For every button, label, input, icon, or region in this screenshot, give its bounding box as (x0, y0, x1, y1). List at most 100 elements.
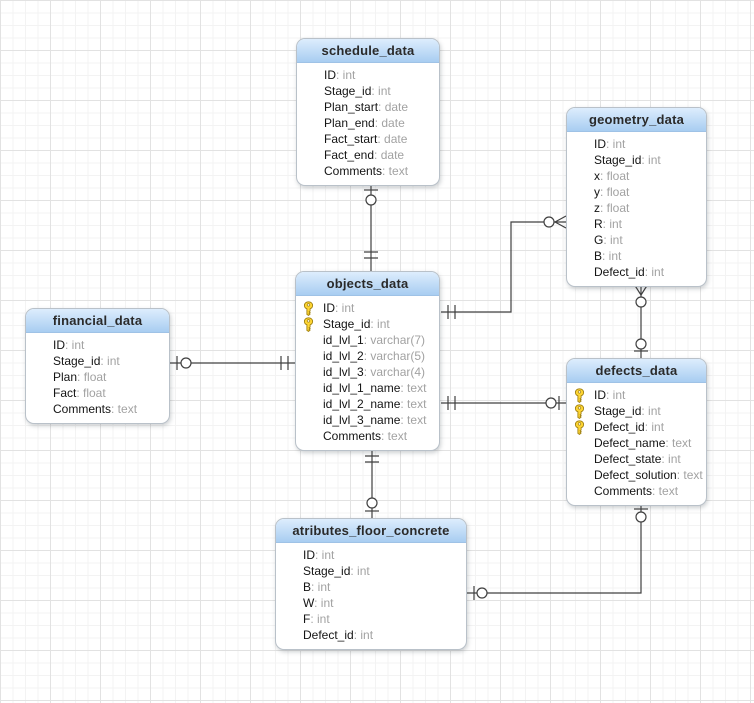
field-type: : varchar(4) (363, 365, 426, 379)
field-row-Plan_start: Plan_start: date (297, 99, 433, 115)
field-type: : int (644, 265, 665, 279)
field-type: : int (335, 301, 355, 315)
field-type: : date (374, 148, 405, 162)
field-name: Stage_id (303, 564, 351, 578)
field-row-Stage_id: Stage_id: int (26, 353, 163, 369)
field-name: x (594, 169, 600, 183)
field-row-Stage_id: Stage_id: int (276, 563, 460, 579)
field-row-Defect_id: Defect_id: int (276, 627, 460, 643)
field-name: Comments (323, 429, 382, 443)
field-type: : varchar(5) (363, 349, 426, 363)
field-type: : int (602, 217, 623, 231)
field-type: : text (400, 397, 427, 411)
field-row-R: R: int (567, 216, 700, 232)
relationship-objects_data-defects_data[interactable] (441, 396, 566, 410)
field-type: : int (641, 404, 661, 418)
field-name: Stage_id (53, 354, 101, 368)
field-row-id_lvl_2: id_lvl_2: varchar(5) (296, 348, 433, 364)
field-name: Comments (324, 164, 383, 178)
field-type: : int (310, 612, 330, 626)
field-row-ID: ID: int (26, 337, 163, 353)
field-type: : int (644, 420, 665, 434)
field-row-ID: ID: int (296, 300, 433, 316)
field-type: : text (676, 468, 703, 482)
field-row-z: z: float (567, 200, 700, 216)
field-name: ID (323, 301, 335, 315)
field-name: Defect_solution (594, 468, 677, 482)
field-name: id_lvl_3 (323, 365, 364, 379)
field-name: y (594, 185, 600, 199)
field-type: : int (602, 249, 622, 263)
field-row-Comments: Comments: text (296, 428, 433, 444)
field-row-Plan: Plan: float (26, 369, 163, 385)
relationship-objects_data-geometry_data[interactable] (441, 215, 567, 319)
field-row-W: W: int (276, 595, 460, 611)
field-row-x: x: float (567, 168, 700, 184)
field-row-id_lvl_3: id_lvl_3: varchar(4) (296, 364, 433, 380)
field-row-Comments: Comments: text (26, 401, 163, 417)
relationship-schedule_data-objects_data[interactable] (364, 183, 378, 271)
field-name: ID (53, 338, 65, 352)
primary-key-icon (303, 317, 314, 332)
field-row-ID: ID: int (567, 387, 700, 403)
field-type: : int (606, 388, 626, 402)
field-row-Stage_id: Stage_id: int (297, 83, 433, 99)
relationship-objects_data-atributes_floor_concrete[interactable] (365, 448, 379, 518)
relationship-defects_data-atributes_floor_concrete[interactable] (467, 503, 648, 600)
primary-key-icon (574, 404, 585, 419)
field-type: : text (382, 164, 409, 178)
field-type: : float (600, 185, 630, 199)
field-name: Defect_id (594, 265, 645, 279)
field-row-Plan_end: Plan_end: date (297, 115, 433, 131)
field-name: Defect_id (594, 420, 645, 434)
field-name: Plan_end (324, 116, 375, 130)
field-type: : int (336, 68, 356, 82)
field-name: F (303, 612, 311, 626)
field-row-id_lvl_1: id_lvl_1: varchar(7) (296, 332, 433, 348)
field-row-Stage_id: Stage_id: int (296, 316, 433, 332)
field-row-Defect_name: Defect_name: text (567, 435, 700, 451)
field-name: id_lvl_3_name (323, 413, 401, 427)
field-name: B (303, 580, 312, 594)
field-type: : float (76, 386, 106, 400)
relationship-geometry_data-defects_data[interactable] (633, 283, 649, 358)
relationship-financial_data-objects_data[interactable] (170, 356, 295, 370)
field-type: : float (600, 201, 630, 215)
field-row-G: G: int (567, 232, 700, 248)
field-name: Plan_start (324, 100, 379, 114)
table-title-atributes_floor_concrete: atributes_floor_concrete (276, 519, 466, 543)
field-name: ID (594, 388, 606, 402)
field-name: id_lvl_2 (323, 349, 364, 363)
field-row-id_lvl_2_name: id_lvl_2_name: text (296, 396, 433, 412)
field-type: : int (314, 596, 334, 610)
field-row-Comments: Comments: text (297, 163, 433, 179)
field-type: : int (315, 548, 335, 562)
field-row-Defect_state: Defect_state: int (567, 451, 700, 467)
field-row-Defect_id: Defect_id: int (567, 264, 700, 280)
field-type: : text (381, 429, 408, 443)
table-title-defects_data: defects_data (567, 359, 706, 383)
table-title-objects_data: objects_data (296, 272, 439, 296)
field-name: id_lvl_1_name (323, 381, 401, 395)
field-name: Stage_id (324, 84, 372, 98)
field-row-F: F: int (276, 611, 460, 627)
field-type: : text (400, 413, 427, 427)
field-row-y: y: float (567, 184, 700, 200)
field-name: Stage_id (323, 317, 371, 331)
field-row-Defect_id: Defect_id: int (567, 419, 700, 435)
field-type: : int (311, 580, 331, 594)
field-name: Comments (53, 402, 112, 416)
field-name: Stage_id (594, 153, 642, 167)
